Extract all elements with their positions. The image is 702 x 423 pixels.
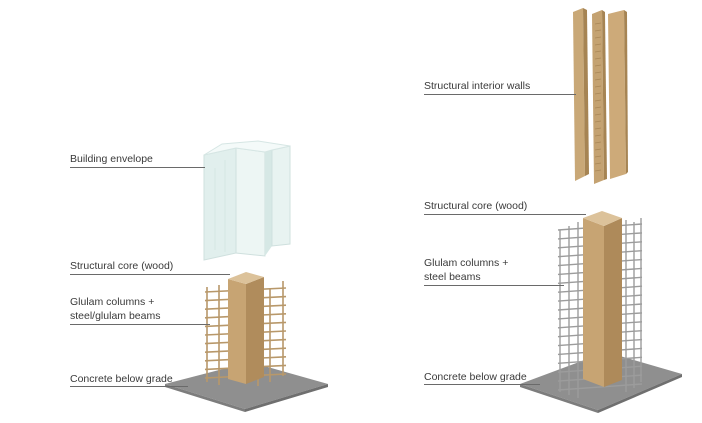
leader-interior-walls (424, 94, 576, 95)
wall-mark (594, 50, 602, 53)
wall-mark (594, 99, 602, 102)
wall-mark (594, 22, 602, 25)
wall-mark (594, 113, 602, 116)
wall-mark (594, 36, 602, 39)
wall-mark (594, 43, 602, 46)
leader-glulam-right (424, 285, 564, 286)
wall-mark (594, 106, 602, 109)
wall-mark (594, 92, 602, 95)
wall-mark (594, 155, 602, 158)
left-concrete-slab (165, 362, 328, 409)
leader-structural-core-left (70, 274, 230, 275)
label-glulam-right-line2: steel beams (424, 271, 481, 283)
wall-mark (594, 127, 602, 130)
right-building (520, 8, 682, 413)
left-building-envelope (203, 140, 291, 261)
label-structural-core-right: Structural core (wood) (424, 200, 528, 212)
label-concrete-right: Concrete below grade (424, 371, 527, 383)
left-building (165, 140, 328, 412)
wall-mark (594, 169, 602, 172)
label-glulam-left-line1: Glulam columns + (70, 296, 155, 308)
wall-mark (594, 57, 602, 60)
wall-mark (594, 71, 602, 74)
leader-building-envelope (70, 167, 205, 168)
wall-mark (594, 29, 602, 32)
wall-mark (594, 141, 602, 144)
left-wood-core-front (228, 279, 246, 384)
leader-concrete-right (424, 384, 540, 385)
leader-structural-core-right (424, 214, 586, 215)
leader-concrete-left (70, 386, 188, 387)
right-wood-core-side (604, 218, 622, 387)
wall-mark (594, 162, 602, 165)
label-glulam-right-line1: Glulam columns + (424, 257, 509, 269)
label-glulam-left-line2: steel/glulam beams (70, 310, 161, 322)
wall-mark (594, 85, 602, 88)
label-structural-core-left: Structural core (wood) (70, 260, 174, 272)
left-wood-core-side (246, 277, 264, 384)
label-interior-walls: Structural interior walls (424, 80, 531, 92)
label-building-envelope: Building envelope (70, 153, 153, 165)
floor-beam (557, 383, 643, 391)
wall-mark (594, 134, 602, 137)
wall-mark (594, 120, 602, 123)
label-concrete-left: Concrete below grade (70, 373, 173, 385)
wall-mark (594, 148, 602, 151)
right-structural-interior-walls (573, 8, 628, 184)
wall-mark (594, 64, 602, 67)
wall-mark (594, 78, 602, 81)
right-wood-core-front (583, 218, 604, 387)
leader-glulam-left (70, 324, 210, 325)
